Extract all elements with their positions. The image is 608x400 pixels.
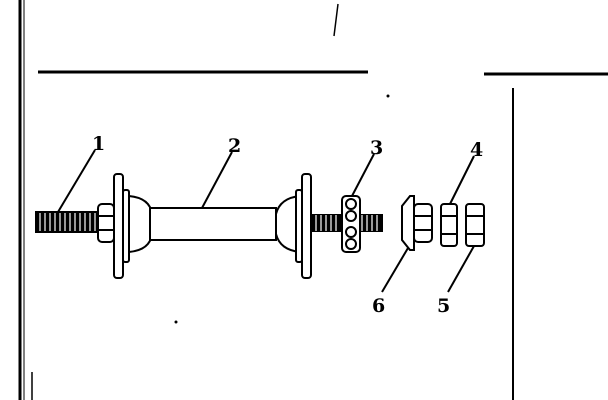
hub-flange-left — [113, 173, 124, 279]
callout-labels: 1 2 3 4 5 6 — [92, 133, 483, 317]
leader-lines — [57, 149, 475, 293]
leader-line-5 — [447, 245, 475, 293]
axle-thread-left-body — [35, 211, 103, 233]
hub-shoulder-left — [128, 194, 153, 254]
leader-line-2 — [201, 151, 233, 209]
hub-flange-right — [301, 173, 312, 279]
thread-marks-left — [39, 213, 96, 231]
bearing-ball — [345, 210, 357, 222]
hub-shell — [149, 207, 277, 241]
callout-3: 3 — [370, 137, 383, 159]
callout-4: 4 — [470, 139, 483, 161]
callout-5: 5 — [437, 295, 450, 317]
left-cone-nut — [97, 203, 115, 243]
scan-mark-top — [333, 3, 339, 37]
lock-washer — [440, 203, 458, 247]
hub-shoulder-right — [275, 194, 301, 254]
bearing-ball — [345, 238, 357, 250]
hub-body — [113, 173, 312, 279]
leader-line-3 — [351, 153, 375, 197]
bearing-ball — [345, 226, 357, 238]
scan-frame — [18, 0, 608, 400]
bearing-ball — [345, 198, 357, 210]
scan-speck — [174, 320, 178, 324]
callout-1: 1 — [92, 133, 105, 155]
cone-part — [401, 195, 433, 251]
scan-speck — [386, 94, 390, 98]
leader-line-6 — [381, 247, 409, 293]
ball-bearing-retainer — [341, 195, 361, 253]
hex-nut — [465, 203, 485, 247]
leader-line-4 — [449, 155, 475, 205]
callout-6: 6 — [372, 295, 385, 317]
axle-thread-left — [35, 211, 103, 233]
callout-2: 2 — [228, 135, 241, 157]
leader-line-1 — [57, 149, 96, 213]
